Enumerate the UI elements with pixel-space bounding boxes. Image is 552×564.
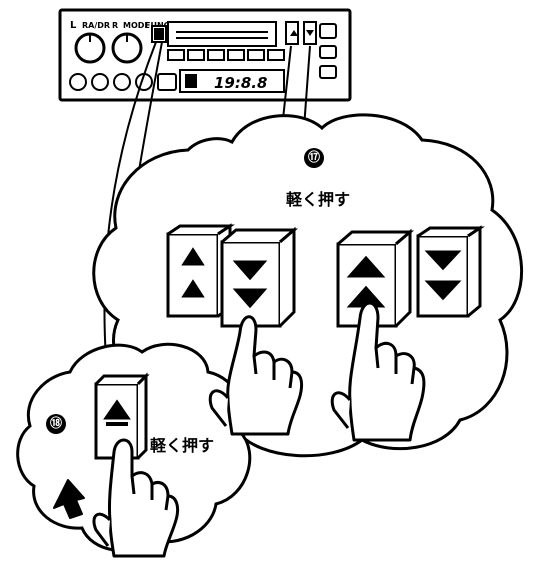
device-label: R [112, 21, 118, 30]
hand-pressing-up [330, 301, 426, 442]
hand-pressing-ff [208, 315, 304, 436]
device-label: RA/DR [82, 21, 110, 30]
fast-forward-button[interactable] [220, 226, 299, 328]
clock-display [179, 69, 285, 93]
step18-number [46, 414, 66, 434]
step17-buttons [166, 223, 485, 328]
device-label: L [70, 20, 77, 31]
step18-instruction: 軽く押す [150, 436, 215, 455]
hand-pressing-eject [92, 438, 180, 558]
step17-number [304, 148, 324, 168]
step17-instruction: 軽く押す [286, 190, 351, 209]
program-up-button[interactable] [336, 228, 415, 328]
cassette-slot [167, 21, 277, 47]
car-stereo-unit: L RA/DR R MODE FUNC 19:8.8 [58, 8, 352, 102]
step18-number-label: ⑱ [49, 416, 62, 430]
push-arrow-icon [53, 479, 85, 519]
program-down-button[interactable] [416, 225, 485, 318]
device-label: MODE [123, 21, 150, 30]
step17-number-label: ⑰ [307, 150, 320, 164]
display-text: 19:8.8 [214, 74, 267, 92]
